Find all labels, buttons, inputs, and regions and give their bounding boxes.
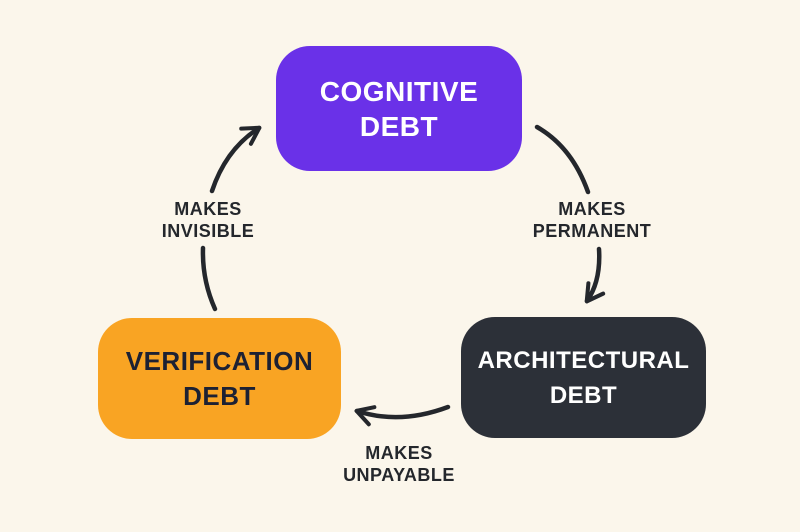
node-cognitive-debt-label-line2: DEBT (359, 110, 439, 142)
node-architectural-debt-label-line1: ARCHITECTURAL (477, 346, 690, 374)
edge-label-makes-invisible-line2: INVISIBLE (161, 221, 255, 241)
node-verification-debt: VERIFICATION DEBT (98, 318, 341, 439)
edge-label-makes-invisible: MAKES INVISIBLE (162, 198, 255, 242)
edge-label-makes-unpayable: MAKES UNPAYABLE (343, 442, 455, 486)
node-cognitive-debt: COGNITIVE DEBT (276, 46, 522, 171)
edge-label-makes-unpayable-line2: UNPAYABLE (343, 465, 455, 485)
edge-label-makes-permanent-line1: MAKES (558, 199, 626, 219)
edge-label-makes-invisible-line1: MAKES (174, 199, 242, 219)
edge-label-makes-permanent: MAKES PERMANENT (533, 198, 652, 242)
edge-label-makes-permanent-line2: PERMANENT (532, 221, 652, 241)
arrow-cognitive-to-architectural-head (584, 246, 606, 304)
arrow-architectural-to-verification (354, 404, 451, 427)
node-cognitive-debt-label-line1: COGNITIVE (319, 75, 479, 107)
edge-label-makes-unpayable-line1: MAKES (365, 443, 433, 463)
arrow-verification-to-cognitive-lower (200, 245, 218, 312)
node-architectural-debt: ARCHITECTURAL DEBT (461, 317, 706, 438)
node-verification-debt-label-line2: DEBT (183, 380, 256, 411)
node-architectural-debt-label-line2: DEBT (549, 381, 618, 409)
arrow-cognitive-to-architectural-upper (534, 124, 591, 195)
arrow-verification-to-cognitive-head (209, 125, 262, 194)
node-verification-debt-label-line1: VERIFICATION (125, 345, 314, 376)
